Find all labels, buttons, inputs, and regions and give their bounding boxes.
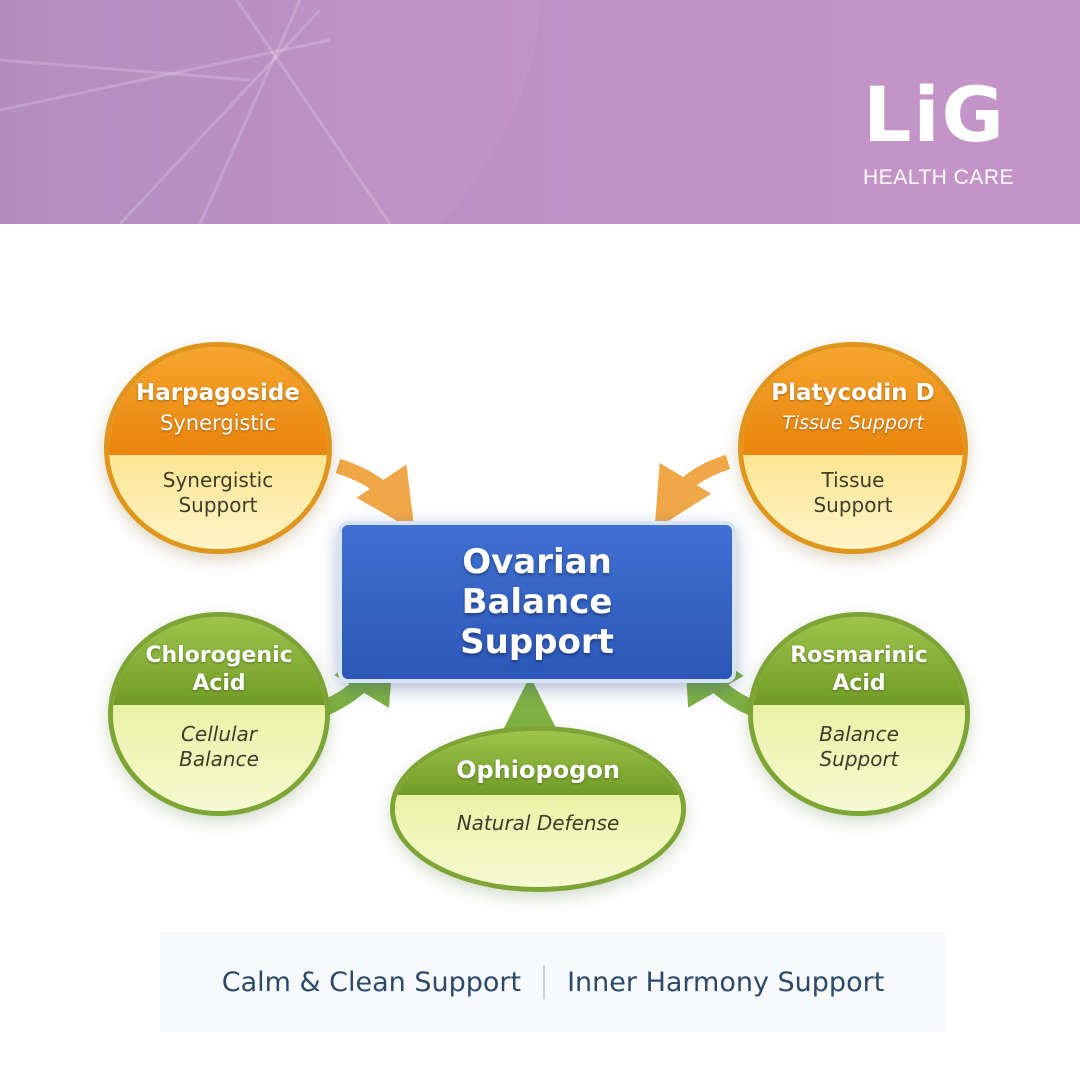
node-chlorogenic: Chlorogenic Acid Cellular Balance	[108, 612, 330, 816]
banner-decoration	[0, 0, 540, 224]
harpagoside-subtitle: Synergistic	[160, 411, 276, 435]
arrow-harpagoside	[335, 458, 415, 531]
footer-left-text: Calm & Clean Support	[221, 966, 522, 998]
brand-logo: LiG HEALTH CARE	[863, 70, 1014, 190]
platycodin-desc: Tissue Support	[813, 468, 893, 517]
footer-banner: Calm & Clean Support Inner Harmony Suppo…	[160, 932, 946, 1032]
platycodin-title: Platycodin D	[771, 380, 935, 406]
ophiopogon-desc: Natural Defense	[456, 810, 620, 835]
chlorogenic-desc: Cellular Balance	[179, 722, 259, 771]
platycodin-subtitle: Tissue Support	[782, 412, 924, 434]
center-box: Ovarian Balance Support	[338, 521, 736, 683]
rosmarinic-desc: Balance Support	[819, 722, 899, 771]
arrow-platycodin	[654, 454, 731, 530]
center-title: Ovarian Balance Support	[460, 542, 614, 662]
footer-right-text: Inner Harmony Support	[567, 966, 885, 998]
brand-mark: LiG	[863, 70, 1006, 159]
node-platycodin: Platycodin D Tissue Support Tissue Suppo…	[738, 342, 968, 554]
diagram-stage: Harpagoside Synergistic Synergistic Supp…	[0, 224, 1080, 1080]
header-banner: LiG HEALTH CARE	[0, 0, 1080, 224]
brand-subtitle: HEALTH CARE	[863, 166, 1014, 189]
harpagoside-desc: Synergistic Support	[162, 468, 274, 517]
harpagoside-title: Harpagoside	[136, 380, 300, 406]
node-rosmarinic: Rosmarinic Acid Balance Support	[748, 612, 970, 816]
chlorogenic-title: Chlorogenic Acid	[145, 643, 293, 696]
rosmarinic-title: Rosmarinic Acid	[790, 643, 928, 696]
node-harpagoside: Harpagoside Synergistic Synergistic Supp…	[104, 342, 332, 554]
footer-divider	[543, 965, 546, 999]
node-ophiopogon: Ophiopogon Natural Defense	[390, 726, 686, 892]
ophiopogon-title: Ophiopogon	[456, 756, 620, 784]
